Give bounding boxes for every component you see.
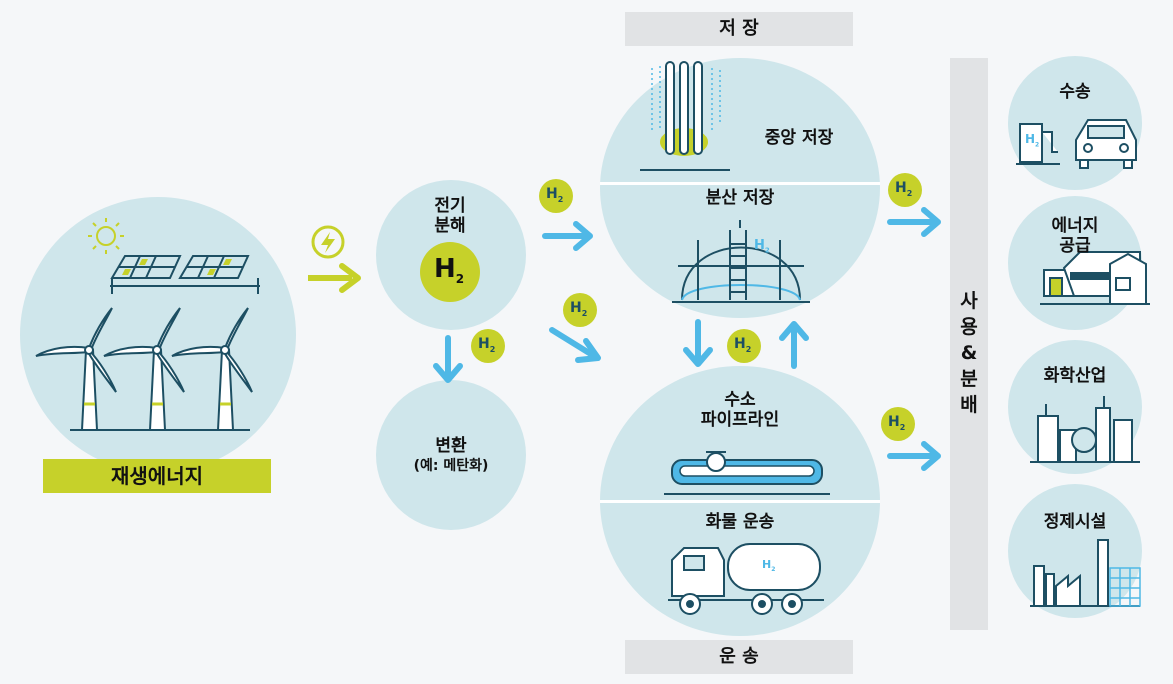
use-energy-label: 에너지 공급 [1051,216,1099,257]
h2-badge-label: H2 [570,300,588,318]
house-icon [1040,251,1150,305]
electrolysis-label: 전기 분해 [434,196,466,237]
use-chemical-label: 화학산업 [1043,366,1107,386]
pipeline-label: 수소 파이프라인 [700,390,780,431]
storage-header-bar: 저 장 [625,12,853,46]
conversion-title: 변환 [435,436,467,456]
h2-truck-label: H2 [762,558,776,574]
car-icon [1075,119,1137,169]
distributed-storage-label: 분산 저장 [705,188,775,208]
sun-icon [88,218,124,254]
use-refinery-label: 정제시설 [1043,512,1107,532]
renewable-label: 재생에너지 [43,459,271,493]
transport-divider [600,500,880,503]
transport-footer-bar: 운 송 [625,640,853,674]
tanker-truck-icon [668,543,824,615]
truck-transport-label: 화물 운송 [705,512,775,532]
h2-badge-label: H2 [546,186,564,204]
central-storage-label: 중앙 저장 [764,128,834,148]
use-distribution-label: 사 용 & 분 배 [960,290,978,416]
h2-badge-icon [420,242,480,302]
storage-tank-icon [640,61,730,171]
pipeline-icon [664,451,830,495]
use-transport-label: 수송 [1059,82,1091,102]
factory-icon [1030,396,1140,463]
solar-panel-icon [110,255,260,294]
h2-pump-label: H2 [1025,132,1040,149]
conversion-subtitle: (예: 메탄화) [413,458,489,474]
h2-badge-label: H2 [895,180,913,198]
h2-badge-label: H2 [734,336,752,354]
fuel-pump-icon [1016,123,1060,165]
h2-badge-label: H2 [478,336,496,354]
h2-tank-label: H2 [754,238,770,255]
use-distribution-bar: 사 용 & 분 배 [950,58,988,630]
h2-badge-label: H2 [888,414,906,432]
wind-turbine-icon [35,307,117,431]
conversion-circle [376,380,526,530]
sphere-tank-icon [672,220,810,303]
h2-large-label: H2 [434,254,465,287]
storage-circle [600,58,880,318]
storage-divider [600,182,880,185]
lightning-icon [311,225,345,259]
refinery-icon [1030,539,1140,607]
